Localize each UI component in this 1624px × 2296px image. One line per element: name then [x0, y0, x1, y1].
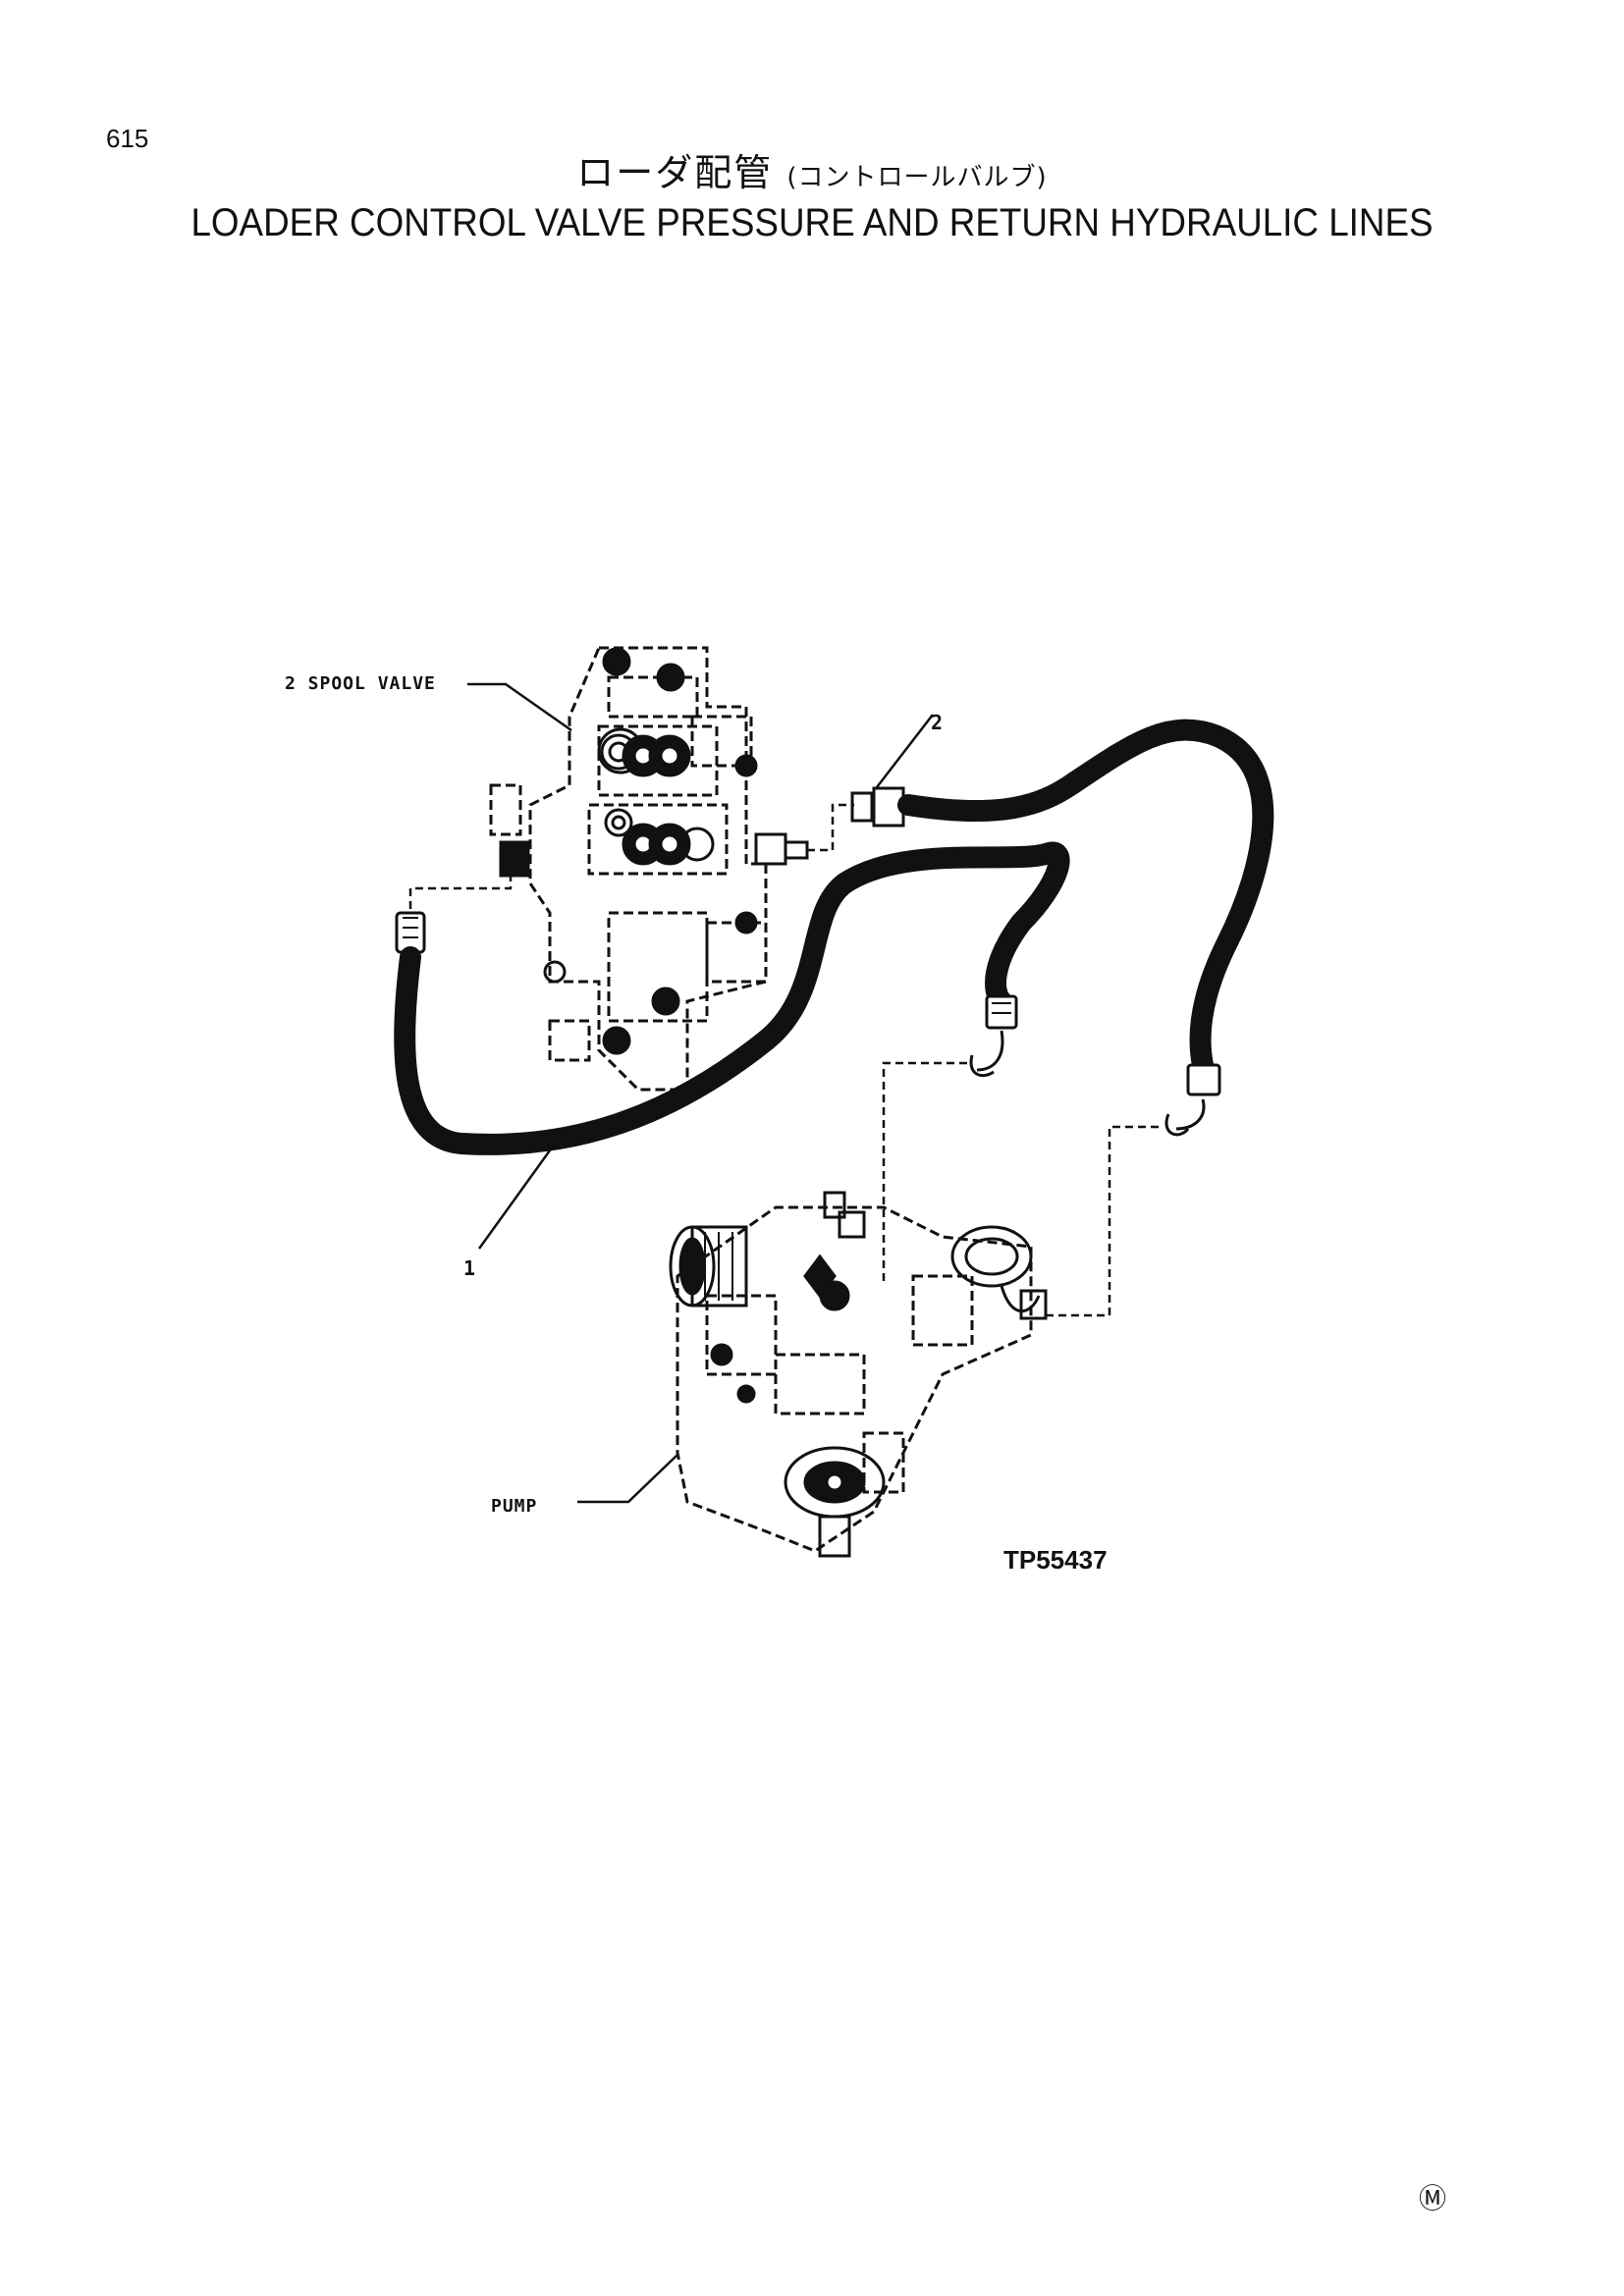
figure-id: TP55437 [1003, 1545, 1108, 1575]
callout-item-1: 1 [463, 1256, 477, 1280]
spool-valve-drawing [489, 646, 768, 1092]
leader-spool-valve [467, 682, 572, 732]
title-japanese-main: ローダ配管 [576, 151, 774, 194]
corner-mark: Ⓜ [1419, 2182, 1447, 2215]
page-number: 615 [106, 124, 149, 153]
hose-2 [850, 719, 1274, 1137]
pump-ports [669, 1191, 1048, 1558]
page-title-japanese: ローダ配管 (コントロールバルブ) [0, 142, 1624, 196]
page-title-english: LOADER CONTROL VALVE PRESSURE AND RETURN… [190, 201, 1434, 244]
leader-item-2 [876, 714, 934, 788]
callout-pump: PUMP [491, 1496, 538, 1517]
leader-pump [577, 1454, 678, 1504]
spool-valve-ports [499, 647, 809, 1055]
callout-spool-valve: 2 SPOOL VALVE [285, 673, 436, 694]
hose-1 [394, 841, 1070, 1155]
callout-item-2: 2 [931, 711, 945, 734]
connector-dashed-4 [1046, 1125, 1159, 1317]
connector-dashed-2 [807, 803, 854, 852]
leader-item-1 [477, 1143, 557, 1250]
pump-drawing [676, 1205, 1033, 1553]
connector-dashed-3 [882, 1061, 967, 1286]
title-japanese-sub: (コントロールバルブ) [786, 163, 1048, 192]
connector-dashed-1 [408, 874, 513, 913]
